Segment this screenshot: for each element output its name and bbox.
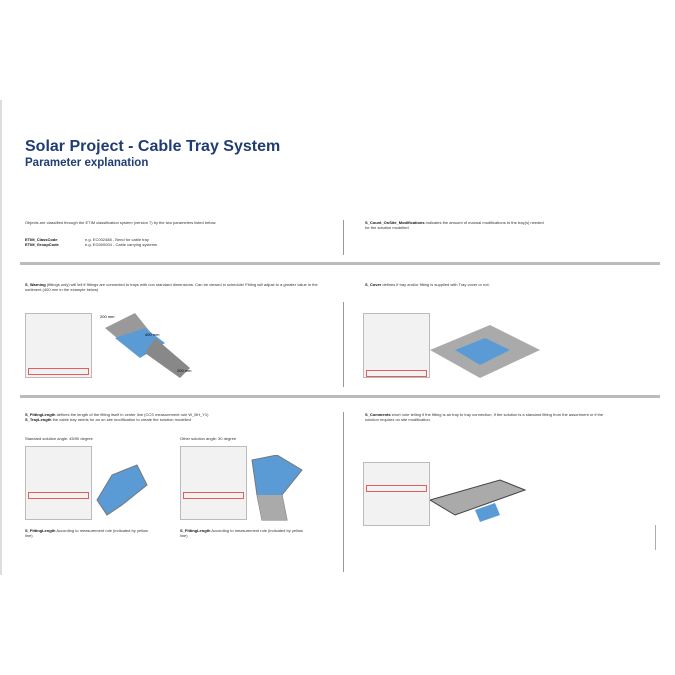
- note-standard: S_FittingLength According to measurement…: [25, 528, 148, 538]
- param-key: ETIM_ClassCode: [25, 237, 58, 242]
- caption-other: Other solution angle: 30 degree: [180, 436, 237, 441]
- properties-panel: [180, 446, 247, 520]
- etim-class-row: ETIM_ClassCode e.g. EC002488 - Bend for …: [25, 237, 149, 242]
- comments-text: S_Comments short note telling if the fit…: [365, 412, 604, 422]
- etim-group-row: ETIM_GroupCode e.g. EG000004 - Cable car…: [25, 242, 157, 247]
- divider: [343, 412, 344, 572]
- count-onsite-text: S_Count_OnSite_Modifications indicates t…: [365, 220, 544, 230]
- page-subtitle: Parameter explanation: [25, 157, 149, 169]
- divider: [343, 302, 344, 387]
- divider: [343, 220, 344, 255]
- bend-illustration: 200 mm 400 mm 200 mm: [100, 313, 192, 378]
- document-page: [0, 100, 675, 575]
- param-value: e.g. EC002488 - Bend for cable tray: [85, 237, 149, 242]
- properties-panel: [25, 446, 92, 520]
- dim-label: 200 mm: [177, 368, 192, 373]
- caption-standard: Standard solution angle: 45/90 degree: [25, 436, 93, 441]
- note-other: S_FittingLength According to measurement…: [180, 528, 303, 538]
- tray-illustration: [430, 479, 527, 522]
- properties-panel: [25, 313, 92, 378]
- param-value: e.g. EG000004 - Cable carrying systems: [85, 242, 158, 247]
- page-marker: [655, 525, 656, 550]
- fitting-length-text: S_FittingLength defines the length of th…: [25, 412, 209, 422]
- tee-illustration: [430, 325, 540, 378]
- etim-intro: Objects are classified through the ETIM …: [25, 220, 217, 225]
- param-key: ETIM_GroupCode: [25, 242, 59, 247]
- properties-panel: [363, 313, 430, 378]
- section-divider: [20, 262, 660, 265]
- section-divider: [20, 395, 660, 398]
- bend-illustration: [251, 455, 303, 521]
- properties-panel: [363, 462, 430, 526]
- dim-label: 200 mm: [100, 314, 115, 319]
- dim-label: 400 mm: [145, 332, 160, 337]
- cover-text: S_Cover defines if tray and/or fitting i…: [365, 282, 490, 287]
- page-title: Solar Project - Cable Tray System: [25, 138, 281, 155]
- bend-illustration: [96, 464, 148, 516]
- warning-text: S_Warning (fittings only) will tell if f…: [25, 282, 318, 292]
